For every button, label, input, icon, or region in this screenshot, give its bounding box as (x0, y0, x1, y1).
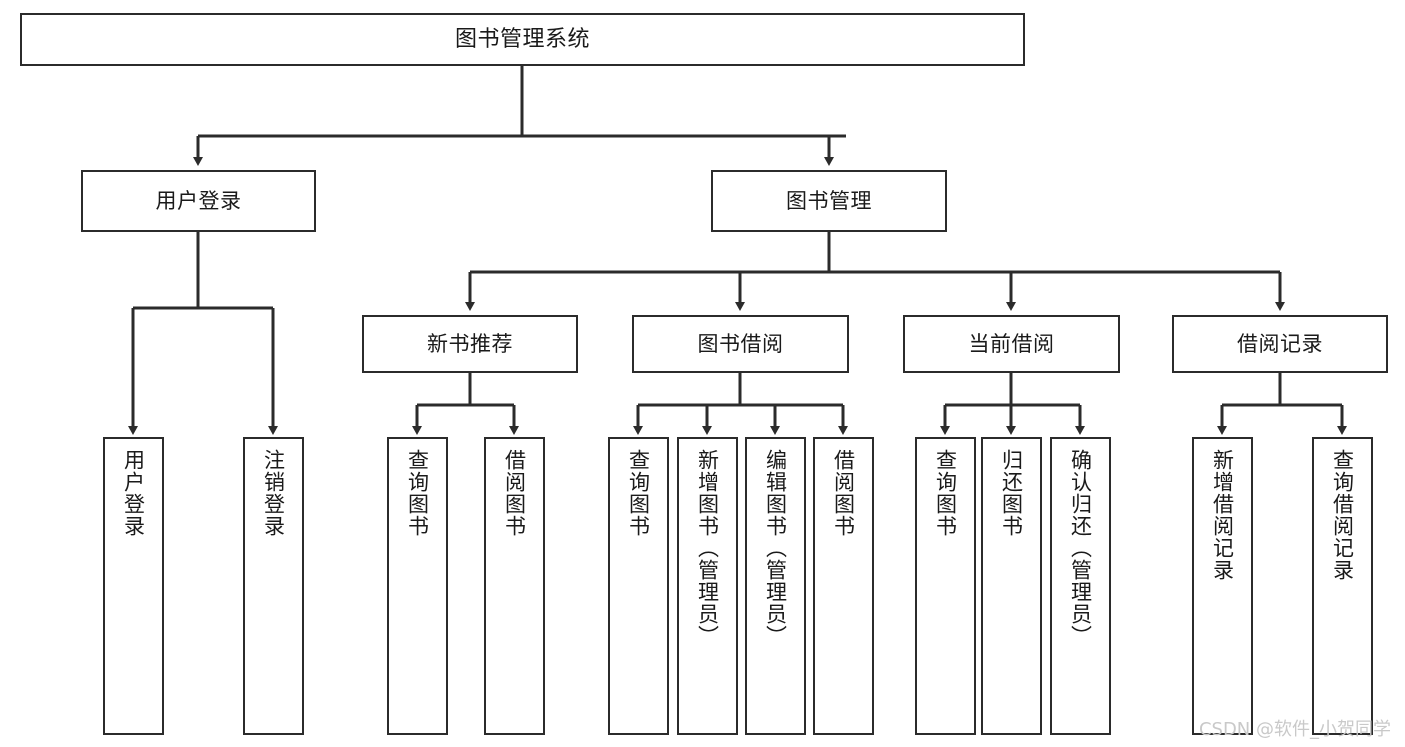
leaf-add-borrow-record-label: 新增借阅记录 (1210, 449, 1235, 581)
node-book-borrowing[interactable]: 图书借阅 (632, 315, 849, 373)
node-current-borrowing[interactable]: 当前借阅 (903, 315, 1120, 373)
leaf-query-book-borrowing[interactable]: 查询图书 (608, 437, 669, 735)
node-current-borrowing-label: 当前借阅 (968, 331, 1055, 356)
leaf-user-login-label: 用户登录 (121, 449, 146, 537)
leaf-query-borrow-record-label: 查询借阅记录 (1330, 449, 1355, 581)
leaf-query-book-borrowing-label: 查询图书 (626, 449, 651, 537)
node-root-system[interactable]: 图书管理系统 (20, 13, 1025, 66)
node-user-login-label: 用户登录 (155, 188, 242, 213)
leaf-add-borrow-record[interactable]: 新增借阅记录 (1192, 437, 1253, 735)
leaf-query-book-current-label: 查询图书 (933, 449, 958, 537)
leaf-edit-book-admin-label: 编辑图书（管理员） (763, 449, 788, 647)
leaf-query-book-new-recommendation-label: 查询图书 (405, 449, 430, 537)
leaf-query-book-current[interactable]: 查询图书 (915, 437, 976, 735)
leaf-query-borrow-record[interactable]: 查询借阅记录 (1312, 437, 1373, 735)
node-new-book-recommendation[interactable]: 新书推荐 (362, 315, 578, 373)
leaf-return-book[interactable]: 归还图书 (981, 437, 1042, 735)
csdn-watermark: CSDN @软件_小贺同学 (1198, 719, 1391, 740)
leaf-logout[interactable]: 注销登录 (243, 437, 304, 735)
leaf-query-book-new-recommendation[interactable]: 查询图书 (387, 437, 448, 735)
leaf-borrow-book-new-recommendation-label: 借阅图书 (502, 449, 527, 537)
leaf-borrow-book-new-recommendation[interactable]: 借阅图书 (484, 437, 545, 735)
leaf-return-book-label: 归还图书 (999, 449, 1024, 537)
node-borrowing-record-label: 借阅记录 (1237, 331, 1323, 356)
leaf-add-book-admin-label: 新增图书（管理员） (695, 449, 720, 647)
node-book-management[interactable]: 图书管理 (711, 170, 947, 232)
leaf-confirm-return-admin[interactable]: 确认归还（管理员） (1050, 437, 1111, 735)
leaf-borrow-book-borrowing-label: 借阅图书 (831, 449, 856, 537)
node-book-management-label: 图书管理 (786, 188, 872, 213)
node-root-system-label: 图书管理系统 (454, 26, 590, 52)
leaf-confirm-return-admin-label: 确认归还（管理员） (1068, 449, 1093, 647)
node-new-book-recommendation-label: 新书推荐 (427, 331, 513, 356)
node-book-borrowing-label: 图书借阅 (697, 331, 784, 356)
node-borrowing-record[interactable]: 借阅记录 (1172, 315, 1388, 373)
leaf-add-book-admin[interactable]: 新增图书（管理员） (677, 437, 738, 735)
node-user-login[interactable]: 用户登录 (81, 170, 316, 232)
leaf-borrow-book-borrowing[interactable]: 借阅图书 (813, 437, 874, 735)
leaf-logout-label: 注销登录 (261, 449, 286, 537)
leaf-edit-book-admin[interactable]: 编辑图书（管理员） (745, 437, 806, 735)
leaf-user-login[interactable]: 用户登录 (103, 437, 164, 735)
